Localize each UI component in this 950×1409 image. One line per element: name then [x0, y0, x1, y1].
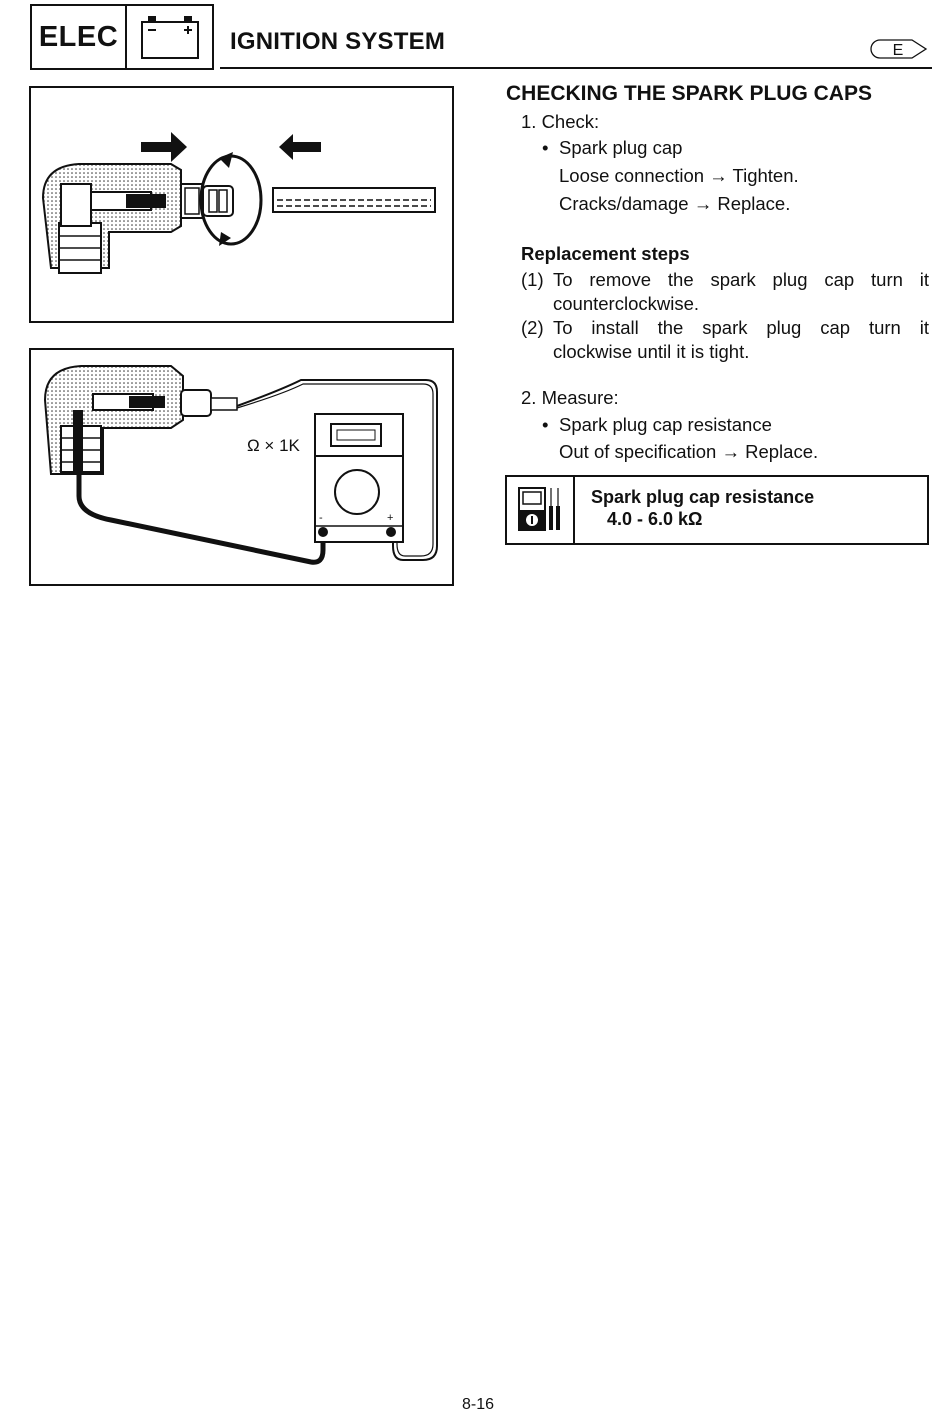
figure-resistance-measurement: - + Ω × 1K: [29, 348, 454, 586]
replacement-step2-line2: clockwise until it is tight.: [553, 341, 750, 362]
push-arrow-icon: [141, 132, 187, 162]
step1-line1: Loose connection → Tighten.: [559, 165, 799, 186]
replacement-step1-line1: To remove the spark plug cap turn it: [553, 269, 929, 290]
rotate-arrow-icon: [199, 152, 263, 246]
multimeter-illustration: - +: [43, 365, 438, 565]
replacement-step2-line1: To install the spark plug cap turn it: [553, 317, 929, 338]
pull-arrow-icon: [279, 134, 321, 160]
page-number: 8-16: [462, 1396, 495, 1409]
figure-cap-removal: [29, 86, 454, 323]
replacement-heading: Replacement steps: [521, 243, 690, 264]
step1-label: 1. Check:: [521, 111, 600, 132]
multimeter-spec-icon: [507, 477, 575, 543]
step2-bullet: •: [542, 414, 549, 435]
step1-bullet: •: [542, 137, 549, 158]
battery-icon: [127, 6, 212, 68]
replacement-step2-number: (2): [521, 317, 544, 338]
replacement-step1-line2: counterclockwise.: [553, 293, 700, 314]
step2-label: 2. Measure:: [521, 387, 619, 408]
spec-title: Spark plug cap resistance: [591, 487, 815, 507]
spec-value: 4.0 - 6.0 kΩ: [607, 509, 703, 529]
step1-line2: Cracks/damage → Replace.: [559, 193, 791, 214]
step2-item: Spark plug cap resistance: [559, 414, 772, 435]
step2-line1: Out of specification → Replace.: [559, 441, 819, 462]
meter-range-label: Ω × 1K: [247, 436, 300, 455]
plus-terminal-label: +: [387, 512, 393, 524]
spec-box: Spark plug cap resistance 4.0 - 6.0 kΩ: [505, 475, 929, 545]
spark-plug-cap-illustration: [41, 132, 436, 274]
language-badge: E: [868, 38, 928, 60]
language-badge-label: E: [893, 42, 904, 59]
section-code: ELEC: [32, 6, 127, 68]
section-title: CHECKING THE SPARK PLUG CAPS: [506, 82, 872, 105]
page-title: IGNITION SYSTEM: [230, 28, 446, 55]
replacement-step1-number: (1): [521, 269, 544, 290]
step1-item: Spark plug cap: [559, 137, 683, 158]
header-rule: [220, 67, 932, 69]
minus-terminal-label: -: [319, 512, 323, 524]
section-tab: ELEC: [30, 4, 214, 70]
